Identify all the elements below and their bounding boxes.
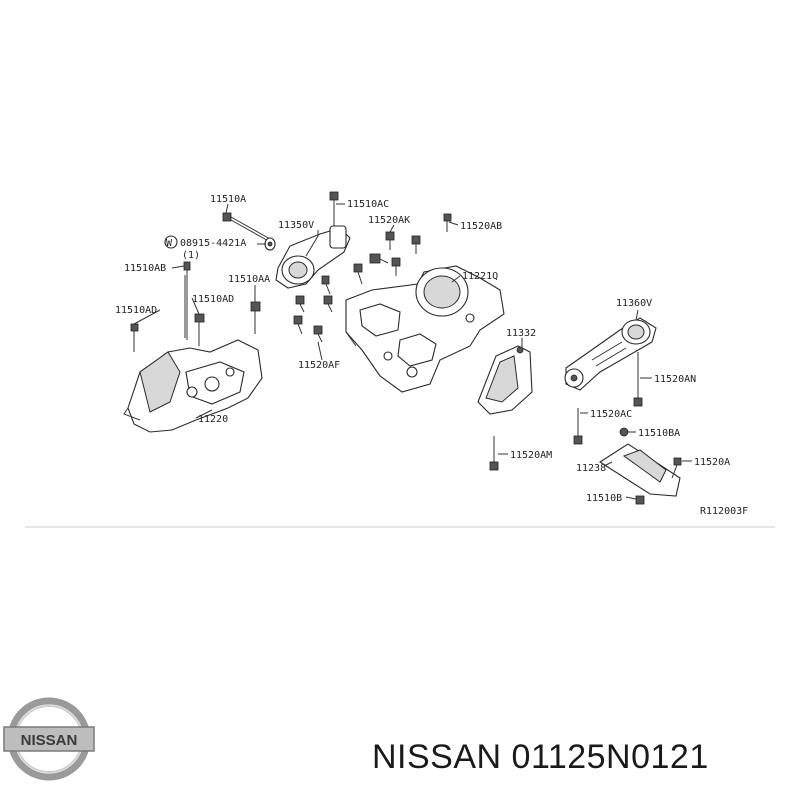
bolt-11510AC (329, 191, 339, 226)
callout-11510AD-mid: 11510AD (192, 294, 234, 305)
nut-11510B (635, 495, 645, 505)
bolt-11520AM (489, 436, 499, 471)
callout-11510B: 11510B (586, 493, 622, 504)
bolt-11520A (671, 457, 682, 479)
reference-code: R112003F (700, 506, 748, 517)
logo-text: NISSAN (21, 732, 78, 749)
bolt-11510AA (250, 301, 261, 334)
torque-rod-11350V (275, 225, 351, 289)
bolt-11510AB (183, 261, 191, 340)
nissan-logo: NISSAN (3, 697, 95, 781)
callout-11332: 11332 (506, 328, 536, 339)
bracket-11332 (477, 345, 533, 415)
callout-11520AN: 11520AN (654, 374, 696, 385)
leader-lines (133, 203, 692, 500)
callout-11350V: 11350V (278, 220, 314, 231)
callout-08915: 08915-4421A (180, 238, 246, 249)
bolt-11520AN (633, 352, 643, 407)
callout-11520A: 11520A (694, 457, 730, 468)
callout-11510A: 11510A (210, 194, 246, 205)
callout-11520AC: 11520AC (590, 409, 632, 420)
bolt-11510A (222, 212, 273, 244)
mount-11221Q (345, 265, 505, 393)
callout-11238: 11238 (576, 463, 606, 474)
callout-08915-prefix: W (166, 238, 173, 249)
callout-11221Q: 11221Q (462, 271, 498, 282)
bolt-11510AD-mid (194, 313, 205, 346)
callout-11510AA: 11510AA (228, 274, 270, 285)
callout-11510BA: 11510BA (638, 428, 680, 439)
bracket-11238 (598, 427, 681, 497)
mount-11220 (123, 339, 263, 433)
part-number-footer: NISSAN 01125N0121 (372, 738, 709, 776)
callout-11520AB: 11520AB (460, 221, 502, 232)
callout-11520AM: 11520AM (510, 450, 552, 461)
callout-11520AK: 11520AK (368, 215, 410, 226)
callout-08915-circle (164, 235, 178, 249)
callout-11510AD-left: 11510AD (115, 305, 157, 316)
fasteners-cluster (293, 213, 452, 343)
callout-11360V: 11360V (616, 298, 652, 309)
washer-08915 (264, 237, 276, 251)
callout-11520AF: 11520AF (298, 360, 340, 371)
rear-rod-11360V (564, 317, 657, 391)
bolt-11510AD-left (130, 323, 139, 352)
callout-11220: 11220 (198, 414, 228, 425)
callout-08915-qty: (1) (182, 250, 200, 261)
callout-11510AB: 11510AB (124, 263, 166, 274)
bolt-11520AC (573, 408, 583, 445)
callout-11510AC: 11510AC (347, 199, 389, 210)
